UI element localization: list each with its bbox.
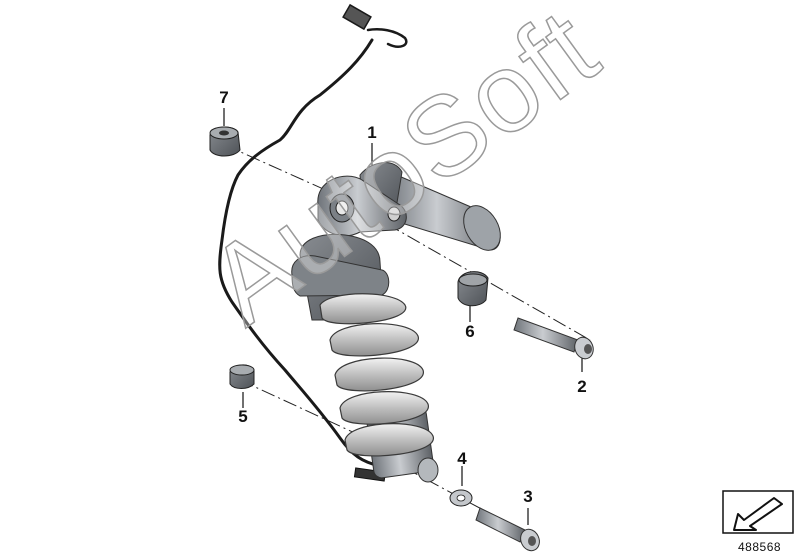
reference-number: 488568 [738, 540, 782, 554]
callout-4: 4 [457, 449, 467, 468]
part-3-bolt [475, 507, 540, 552]
callout-1: 1 [367, 123, 377, 142]
part-7-bushing [209, 126, 241, 157]
upper-mount [317, 175, 407, 237]
callout-5: 5 [238, 407, 248, 426]
callout-2: 2 [577, 377, 587, 396]
part-5-bushing [229, 364, 255, 389]
callout-3: 3 [523, 487, 533, 506]
part-2-bolt [513, 317, 594, 360]
part-6-sleeve [457, 271, 489, 307]
callout-6: 6 [465, 322, 475, 341]
sensor-cable [218, 3, 408, 482]
callout-7: 7 [219, 88, 229, 107]
part-4-washer [449, 489, 473, 507]
coil-spring [319, 293, 434, 457]
arrow-down-left-icon [722, 490, 794, 534]
assembly-axis-lines [224, 144, 591, 536]
